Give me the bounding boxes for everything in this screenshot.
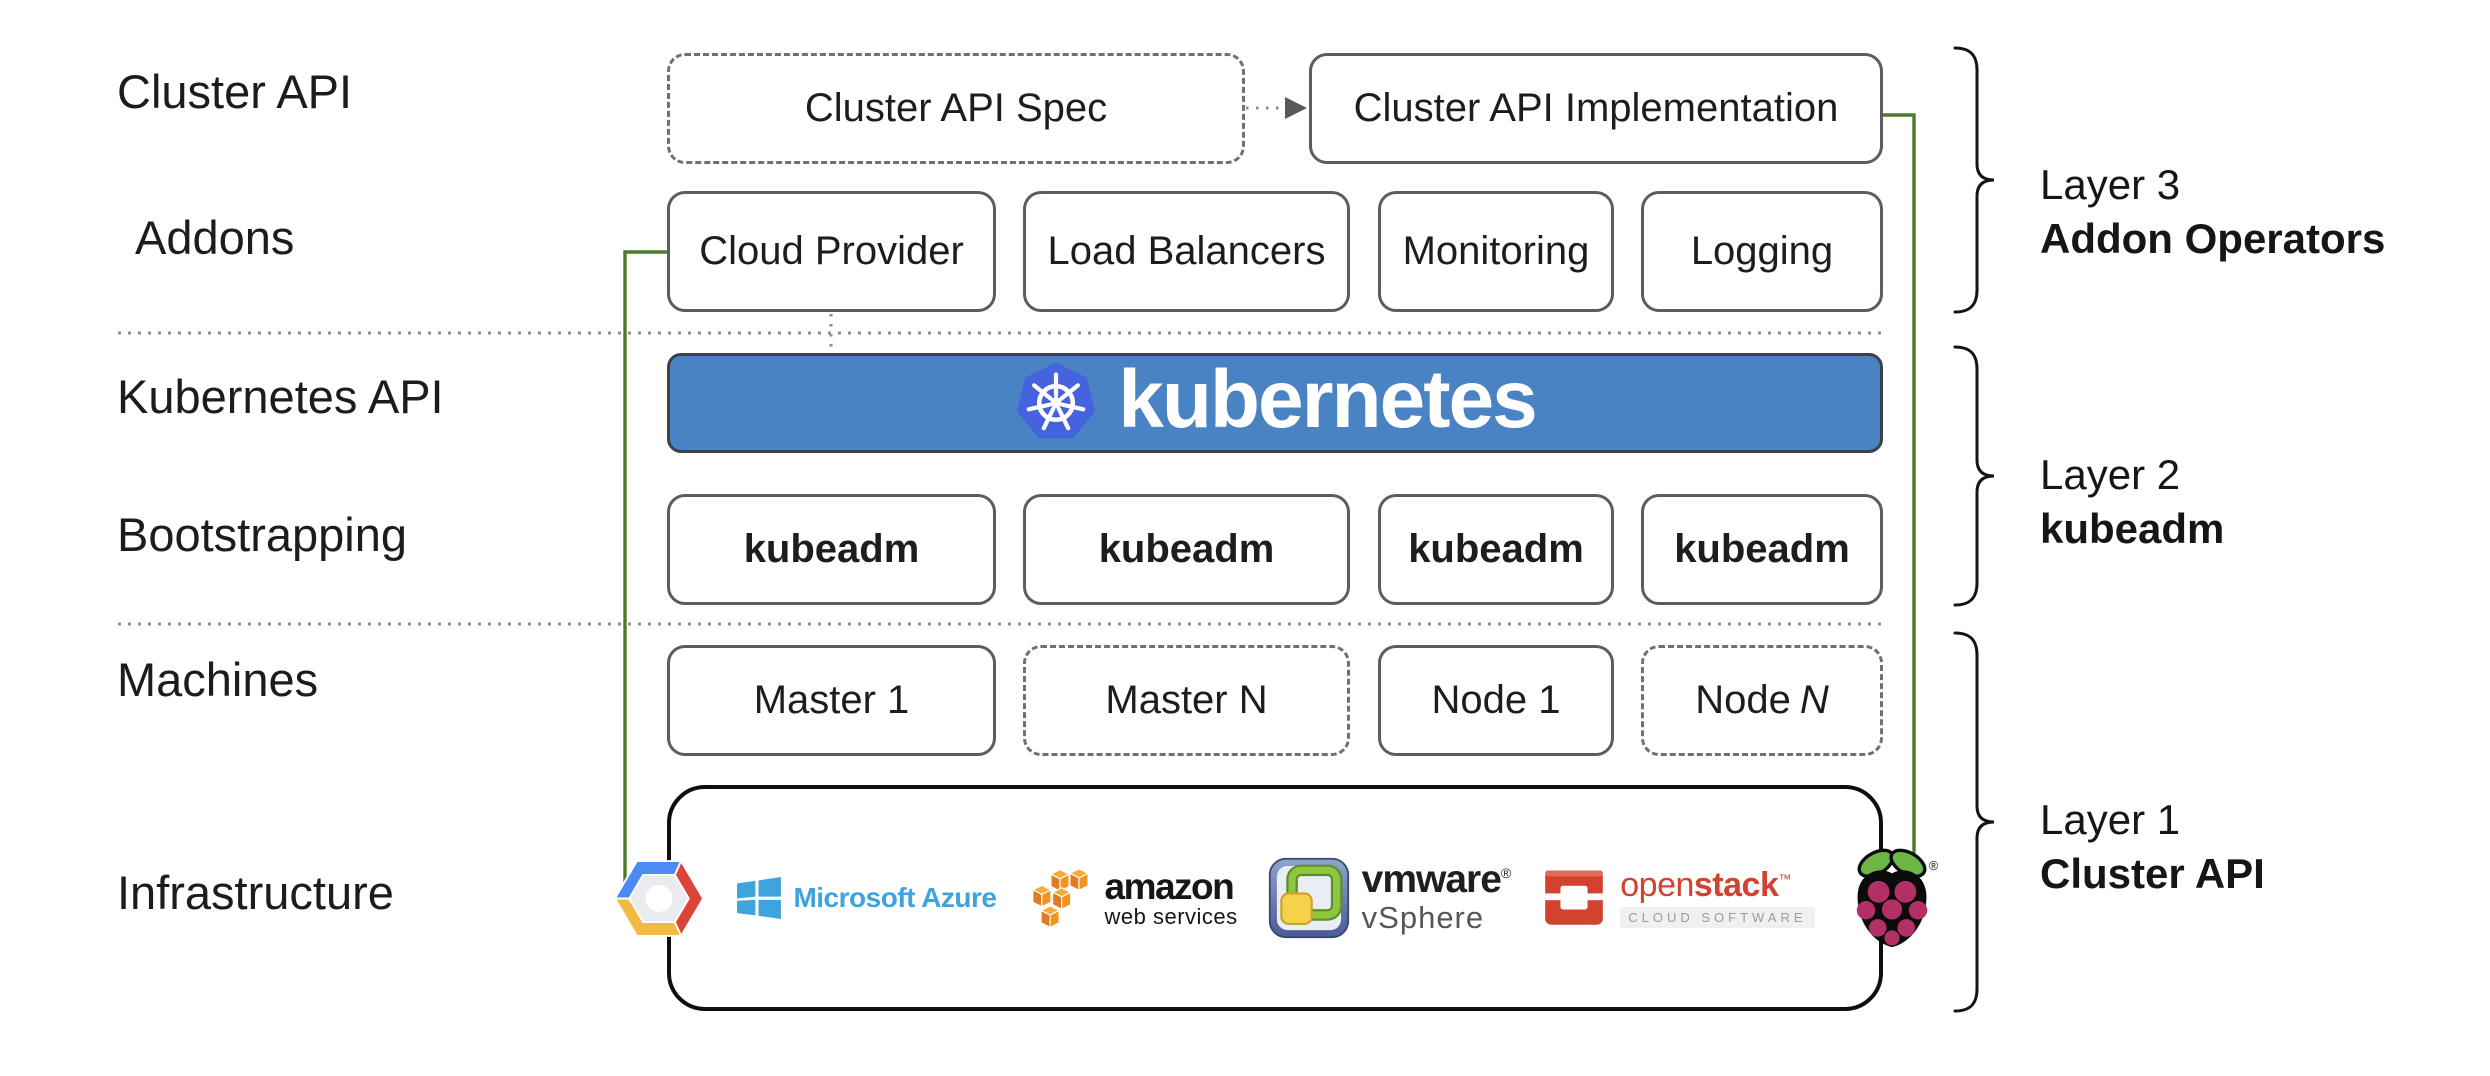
- cluster-api-spec-box: Cluster API Spec: [667, 53, 1245, 164]
- raspberry-pi-icon: ®: [1856, 848, 1938, 947]
- implementation-to-infrastructure-line: [1883, 113, 1916, 899]
- row-label-cluster-api: Cluster API: [117, 65, 353, 118]
- layer2-brace: [1953, 345, 1995, 607]
- node-n-label: Node: [1695, 678, 1791, 722]
- provider-google-cloud: [611, 856, 707, 941]
- vmware-wordmark: vmware® vSphere: [1361, 858, 1512, 936]
- openstack-wordmark: openstack™ CLOUD SOFTWARE: [1620, 866, 1815, 928]
- provider-raspberry-pi: ®: [1845, 843, 1939, 954]
- openstack-tm-mark: ™: [1778, 871, 1791, 887]
- provider-microsoft-azure: Microsoft Azure: [737, 877, 997, 919]
- spec-to-implementation-arrowhead-icon: [1285, 97, 1307, 119]
- kubernetes-banner-text: kubernetes: [1118, 354, 1538, 445]
- node-n-italic: N: [1799, 678, 1829, 722]
- machine-box-master-1: Master 1: [667, 645, 996, 756]
- provider-openstack: openstack™ CLOUD SOFTWARE: [1540, 866, 1815, 929]
- row-label-addons: Addons: [135, 211, 295, 264]
- aws-cubes-icon: [1031, 867, 1089, 928]
- kubernetes-banner: kubernetes: [667, 353, 1883, 453]
- addon-box-monitoring: Monitoring: [1378, 191, 1614, 312]
- cloud-provider-to-infrastructure-line: [623, 250, 667, 899]
- kubeadm-box-2: kubeadm: [1023, 494, 1350, 605]
- layer3-title: Layer 3: [2040, 161, 2181, 208]
- aws-webservices-text: web services: [1104, 904, 1238, 929]
- layer1-subtitle: Cluster API: [2040, 850, 2265, 897]
- row-label-infrastructure: Infrastructure: [117, 866, 394, 919]
- aws-wordmark: amazon web services: [1105, 868, 1238, 928]
- aws-amazon-text: amazon: [1104, 866, 1235, 907]
- vmware-name-text: vmware®: [1361, 858, 1512, 902]
- machine-box-node-1: Node 1: [1378, 645, 1614, 756]
- kubeadm-box-1: kubeadm: [667, 494, 996, 605]
- addon-box-cloud-provider: Cloud Provider: [667, 191, 996, 312]
- azure-flag-icon: [737, 877, 782, 919]
- cluster-api-implementation-box: Cluster API Implementation: [1309, 53, 1883, 164]
- vsphere-text: vSphere: [1361, 900, 1485, 936]
- row-label-kubernetes-api: Kubernetes API: [117, 370, 444, 423]
- addon-box-logging: Logging: [1641, 191, 1883, 312]
- infrastructure-box: Microsoft Azure amazon web s: [613, 785, 1938, 1011]
- provider-aws: amazon web services: [1027, 867, 1238, 929]
- layer3-label: Layer 3 Addon Operators: [2040, 158, 2385, 266]
- kubeadm-box-3: kubeadm: [1378, 494, 1614, 605]
- vmware-reg-mark: ®: [1500, 865, 1511, 882]
- google-cloud-icon: [613, 858, 705, 938]
- kubeadm-box-4: kubeadm: [1641, 494, 1883, 605]
- layer3-brace: [1953, 46, 1995, 314]
- addon-box-load-balancers: Load Balancers: [1023, 191, 1350, 312]
- layer2-title: Layer 2: [2040, 451, 2181, 498]
- layer1-brace: [1953, 631, 1995, 1013]
- row-label-bootstrapping: Bootstrapping: [117, 508, 408, 561]
- raspberry-pi-reg-mark: ®: [1928, 858, 1938, 872]
- openstack-icon: [1543, 870, 1607, 925]
- row-label-machines: Machines: [117, 653, 319, 706]
- layer2-label: Layer 2 kubeadm: [2040, 448, 2224, 556]
- vmware-vsphere-icon: [1268, 857, 1349, 939]
- openstack-name-text: openstack™: [1620, 866, 1791, 904]
- layer1-title: Layer 1: [2040, 796, 2181, 843]
- openstack-cloud-software-text: CLOUD SOFTWARE: [1620, 907, 1815, 928]
- layer2-subtitle: kubeadm: [2040, 505, 2225, 552]
- layer1-label: Layer 1 Cluster API: [2040, 793, 2265, 901]
- kubernetes-logo-icon: [1017, 362, 1096, 439]
- provider-vmware-vsphere: vmware® vSphere: [1268, 857, 1511, 939]
- azure-label: Microsoft Azure: [793, 882, 997, 913]
- layer3-subtitle: Addon Operators: [2040, 215, 2386, 262]
- machine-box-master-n: Master N: [1023, 645, 1350, 756]
